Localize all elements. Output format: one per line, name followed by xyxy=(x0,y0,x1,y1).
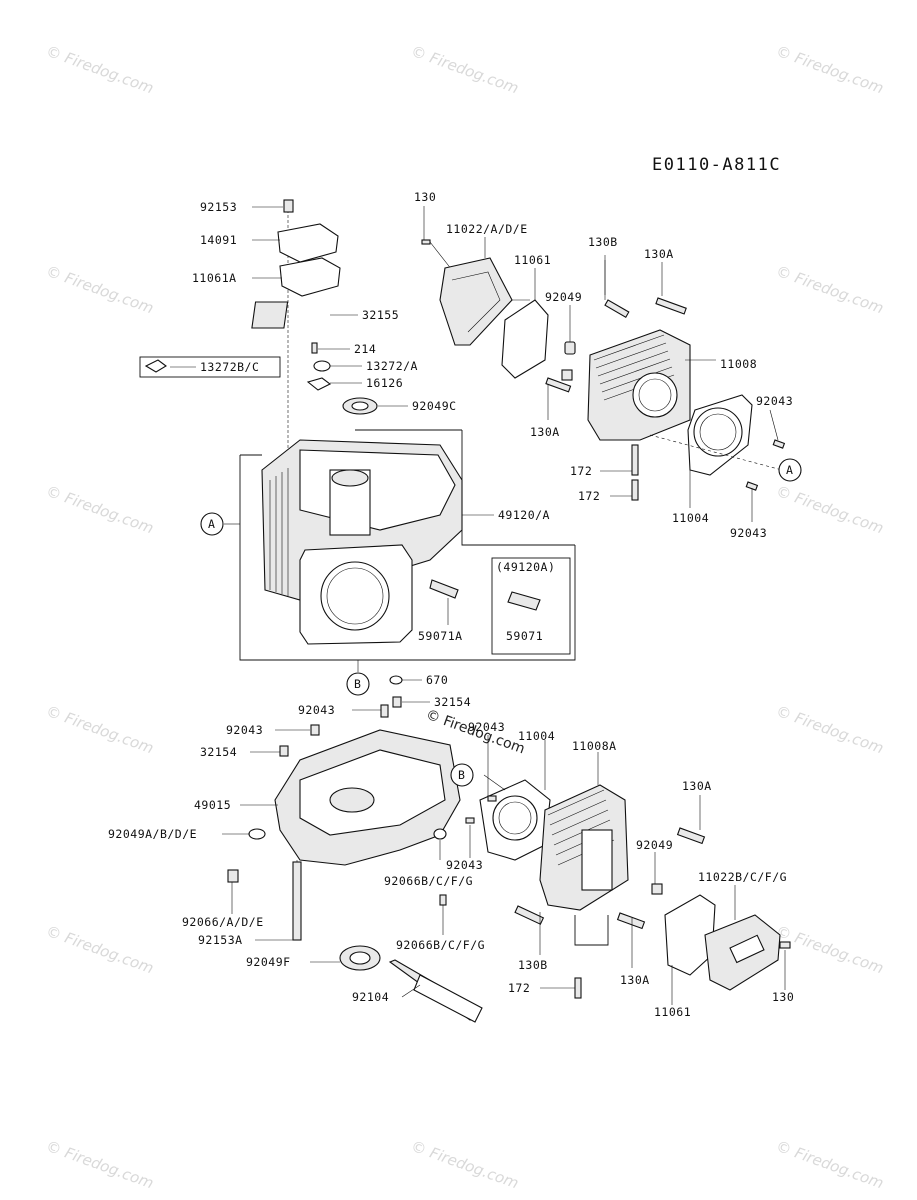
callout-a-left-text: A xyxy=(208,517,215,531)
callout-b-upper-text: B xyxy=(354,677,361,691)
part-label: 92066B/C/F/G xyxy=(396,938,485,952)
part-label: 11004 xyxy=(518,729,555,743)
spring-59071 xyxy=(507,591,541,611)
part-label: 130A xyxy=(620,973,650,987)
part-label: 13272B/C xyxy=(200,360,259,374)
part-label: 92066B/C/F/G xyxy=(384,874,473,888)
callout-b-lower xyxy=(450,763,474,787)
plate-16126 xyxy=(306,377,332,391)
part-label: 11061 xyxy=(514,253,551,267)
part-label: 130B xyxy=(588,235,618,249)
part-label: 49015 xyxy=(194,798,231,812)
watermarks: © Firedog.com © Firedog.com © Firedog.co… xyxy=(44,42,886,1193)
diagram-code: E0110-A811C xyxy=(652,155,781,175)
part-label: 92043 xyxy=(226,723,263,737)
part-label: 172 xyxy=(578,489,600,503)
watermark: © Firedog.com xyxy=(44,922,156,978)
gasket-11061A xyxy=(279,257,341,297)
part-label: 92043 xyxy=(298,703,335,717)
part-label: 32155 xyxy=(362,308,399,322)
cylinder-head-lower xyxy=(465,779,706,999)
part-label: 172 xyxy=(570,464,592,478)
part-label: 49120/A xyxy=(498,508,550,522)
part-label: 214 xyxy=(354,342,376,356)
valve-cover-lower xyxy=(664,894,791,991)
cylinder-head-upper xyxy=(545,260,786,501)
watermark: © Firedog.com xyxy=(44,702,156,758)
part-label: 11022B/C/F/G xyxy=(698,870,787,884)
part-label: 14091 xyxy=(200,233,237,247)
watermark: © Firedog.com xyxy=(409,1137,521,1193)
plug-92153 xyxy=(283,199,294,213)
part-label: 11022/A/D/E xyxy=(446,222,528,236)
watermark: © Firedog.com xyxy=(44,42,156,98)
part-labels: 92153 14091 11061A 32155 214 13272B/C 13… xyxy=(108,190,794,1019)
inset-label: (49120A) xyxy=(496,560,555,574)
part-label: 130A xyxy=(644,247,674,261)
part-label: 59071A xyxy=(418,629,463,643)
part-label: 92049 xyxy=(636,838,673,852)
part-label: 92066/A/D/E xyxy=(182,915,264,929)
part-label: 92153A xyxy=(198,933,243,947)
part-label: 11008A xyxy=(572,739,617,753)
watermark: © Firedog.com xyxy=(44,262,156,318)
callout-b-lower-text: B xyxy=(458,768,465,782)
crankcase-49120 xyxy=(261,439,463,645)
part-label: 92049A/B/D/E xyxy=(108,827,197,841)
part-label: 11061 xyxy=(654,1005,691,1019)
callouts: A A B B xyxy=(200,458,802,787)
part-label: 32154 xyxy=(434,695,471,709)
watermark: © Firedog.com xyxy=(774,42,886,98)
oil-pan-49015 xyxy=(227,675,461,971)
gasket-11061-upper xyxy=(501,299,549,379)
part-label: 11008 xyxy=(720,357,757,371)
part-label: 92104 xyxy=(352,990,389,1004)
part-label: 59071 xyxy=(506,629,543,643)
part-label: 130 xyxy=(772,990,794,1004)
watermark: © Firedog.com xyxy=(44,482,156,538)
part-label: 11061A xyxy=(192,271,237,285)
boxed-part-13272BC xyxy=(139,356,281,378)
part-label: 130B xyxy=(518,958,548,972)
callout-b-upper xyxy=(346,672,370,696)
watermark: © Firedog.com xyxy=(774,1137,886,1193)
watermark: © Firedog.com xyxy=(774,262,886,318)
part-label: 92049F xyxy=(246,955,291,969)
part-label: 92043 xyxy=(756,394,793,408)
part-label: 13272/A xyxy=(366,359,418,373)
oring-670 xyxy=(389,675,403,685)
part-label: 670 xyxy=(426,673,448,687)
sealant-tube-92104 xyxy=(388,959,483,1023)
part-label: 92043 xyxy=(446,858,483,872)
callout-a-left xyxy=(200,512,224,536)
part-label: 32154 xyxy=(200,745,237,759)
part-label: 92049C xyxy=(412,399,457,413)
watermark: © Firedog.com xyxy=(44,1137,156,1193)
cover-14091 xyxy=(277,223,339,263)
part-label: 16126 xyxy=(366,376,403,390)
plate-13272A xyxy=(313,360,331,372)
watermark: © Firedog.com xyxy=(409,42,521,98)
part-label: 172 xyxy=(508,981,530,995)
part-label: 92049 xyxy=(545,290,582,304)
part-label: 130A xyxy=(682,779,712,793)
callout-a-right-text: A xyxy=(786,463,793,477)
part-label: 11004 xyxy=(672,511,709,525)
part-label: 130 xyxy=(414,190,436,204)
top-left-parts xyxy=(251,199,378,470)
watermark: © Firedog.com xyxy=(774,702,886,758)
watermark: © Firedog.com xyxy=(774,482,886,538)
part-label: 92153 xyxy=(200,200,237,214)
part-label: 92043 xyxy=(468,720,505,734)
callout-a-right xyxy=(778,458,802,482)
inset-box xyxy=(491,557,571,655)
pin-214 xyxy=(311,342,318,354)
leader-lines xyxy=(170,206,786,1005)
watermark: © Firedog.com xyxy=(774,922,886,978)
part-label: 92043 xyxy=(730,526,767,540)
part-label: 130A xyxy=(530,425,560,439)
screen-32155 xyxy=(251,301,289,329)
upper-frame xyxy=(239,429,576,661)
